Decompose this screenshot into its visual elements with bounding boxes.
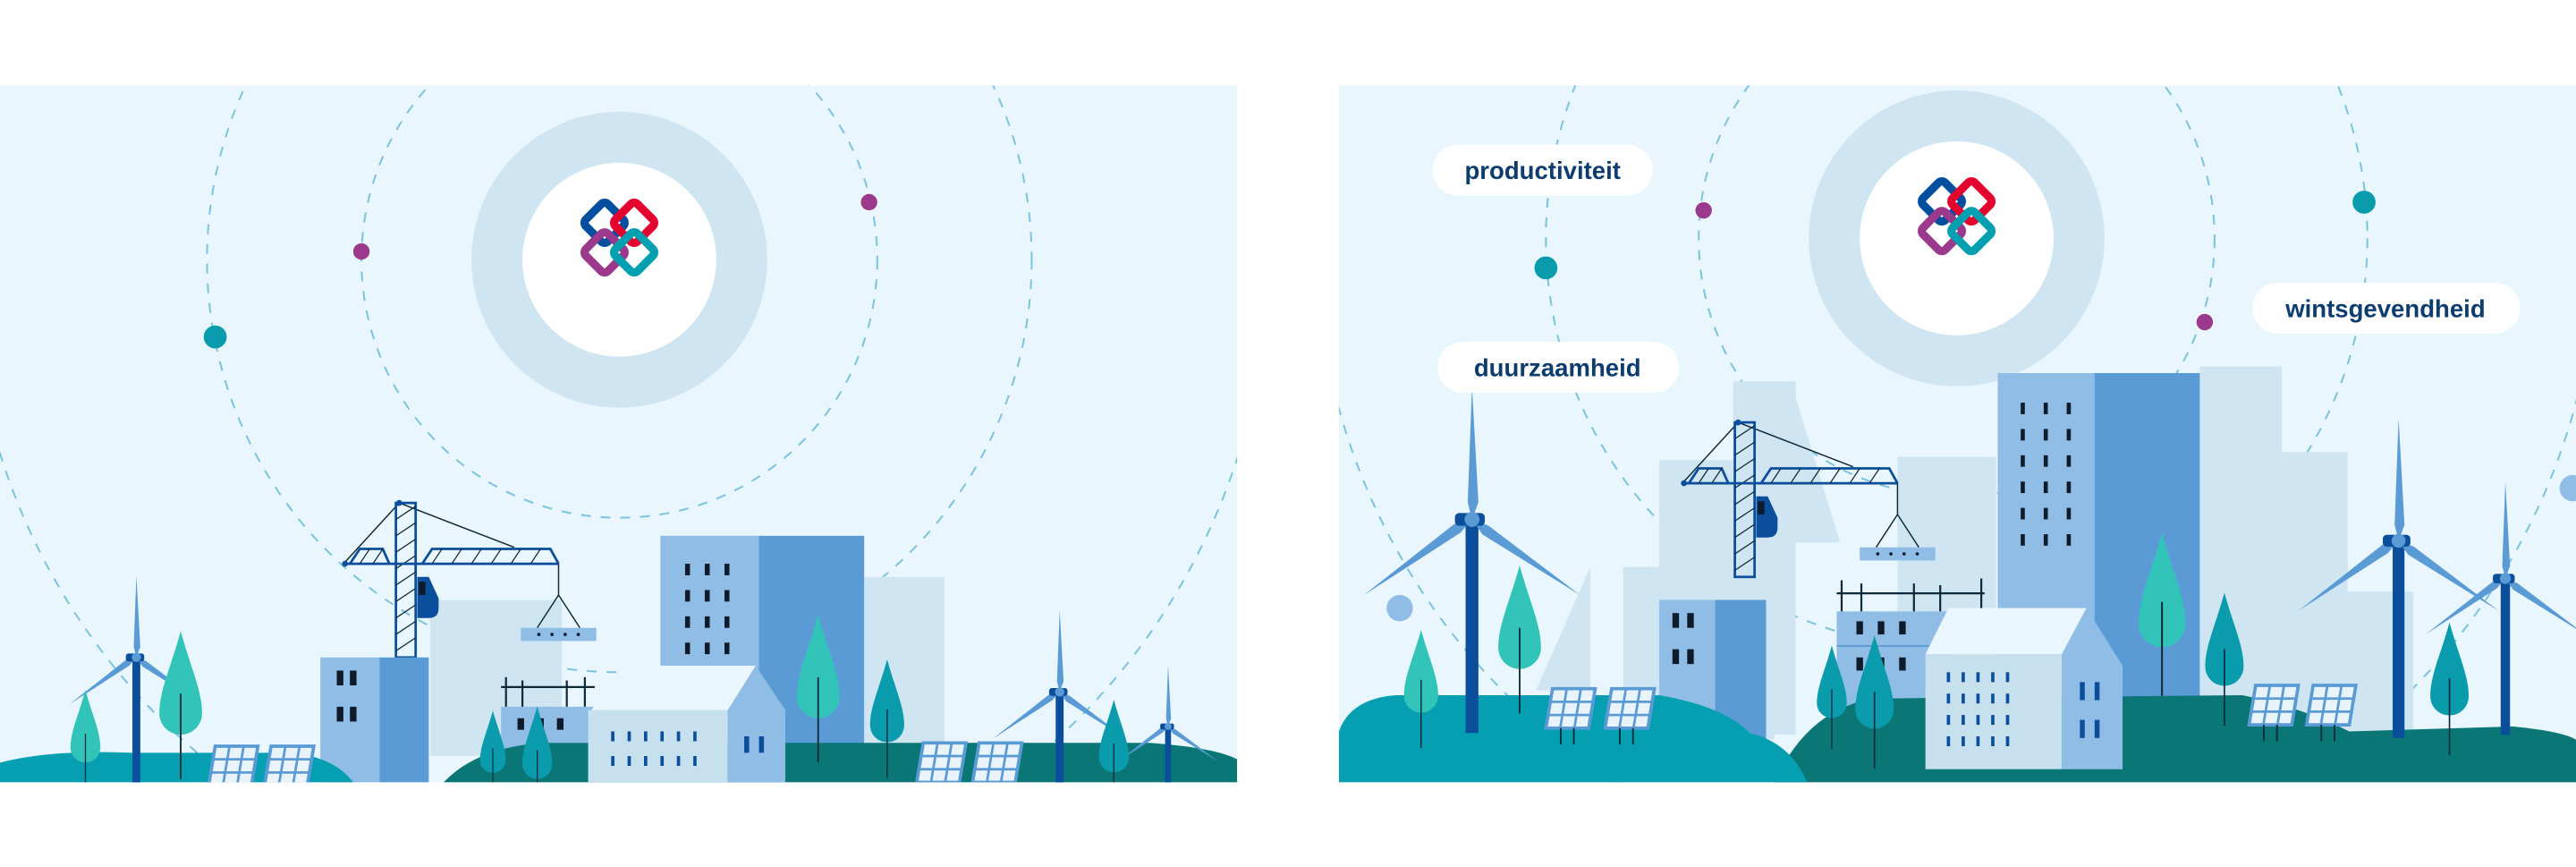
label-sustainability: duurzaamheid [1437,342,1680,394]
orbit-ring-middle [1545,85,2368,650]
orbit-dot-purple [352,242,370,260]
orbit-dot-purple [860,193,877,211]
orbit-ring-middle [206,85,1033,674]
label-sustainability-text: duurzaamheid [1474,354,1641,382]
label-productivity: productiviteit [1432,144,1653,196]
orbit-dot-purple [2196,313,2214,331]
right-panel: productiviteit duurzaamheid wintsgevendh… [1338,85,2576,783]
solar-panel-icon [262,744,316,783]
orbit-dot-light [2559,474,2576,502]
house [1925,608,2123,769]
orbit-dot-teal [1534,256,1558,280]
orbit-ring-inner [1698,85,2216,497]
small-building [320,657,429,783]
orbit-dot-light [1386,594,1413,622]
orbit-dot-purple [1695,201,1712,219]
orbit-dot-teal [2352,191,2376,214]
solar-panel-icon [207,744,260,783]
label-profitability-text: wintsgevendheid [2284,295,2485,323]
orbit-dot-teal [203,325,227,349]
solar-panel-icon [970,741,1024,783]
house [588,665,785,783]
label-profitability: wintsgevendheid [2252,282,2521,334]
label-productivity-text: productiviteit [1464,157,1620,184]
solar-panel-icon [915,741,968,783]
left-panel [0,85,1238,783]
